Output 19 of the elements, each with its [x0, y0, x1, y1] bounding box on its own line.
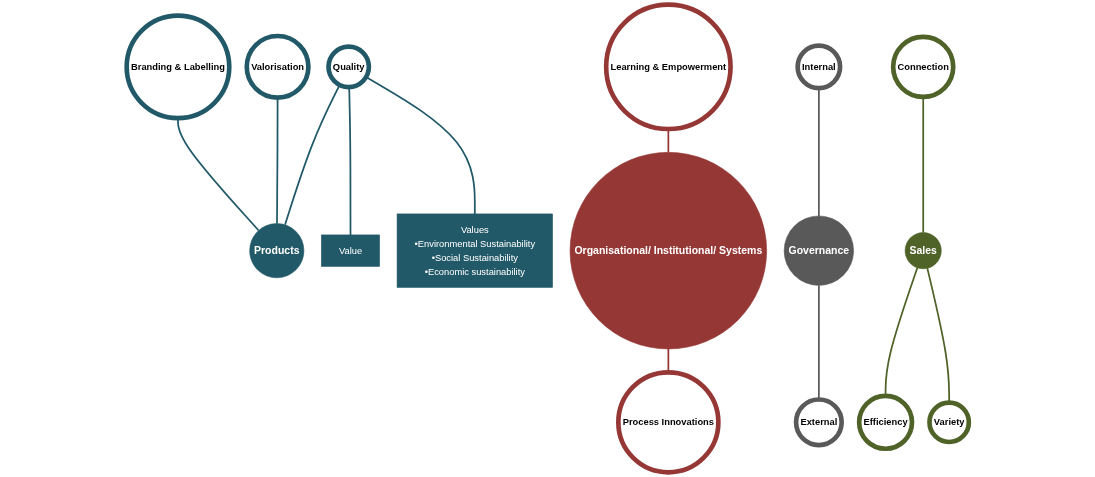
node-circle: Variety: [926, 400, 971, 445]
node-circle: Valorisation: [244, 33, 311, 100]
node-circle: Governance: [783, 215, 854, 286]
node-circle: Branding & Labelling: [124, 13, 232, 121]
node-circle: Quality: [325, 44, 371, 90]
node-circle: Process Innovations: [615, 369, 721, 475]
node-circle: Learning & Empowerment: [603, 2, 733, 132]
node-circle: External: [793, 397, 844, 448]
node-box: Value: [320, 234, 380, 267]
node-circle: Organisational/ Institutional/ Systems: [569, 152, 767, 350]
node-circle: Sales: [904, 232, 942, 270]
node-circle: Efficiency: [856, 393, 915, 452]
node-circle: Connection: [890, 34, 956, 100]
connector: [283, 84, 341, 226]
node-circle: Products: [249, 223, 304, 279]
node-circle: Internal: [795, 43, 843, 91]
connector: [817, 87, 820, 217]
connector: [884, 266, 918, 397]
node-box: Values •Environmental Sustainability •Social Sustainability •Economic sustainability: [396, 213, 553, 288]
